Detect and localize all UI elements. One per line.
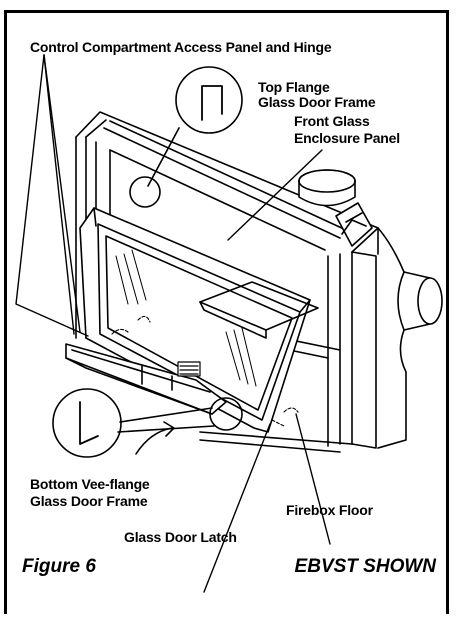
bottom-vee-flange-callout xyxy=(52,388,243,458)
control-valve xyxy=(177,361,201,377)
control-compartment-access-panel xyxy=(65,343,227,415)
label-bottom-vee-line2: Glass Door Frame xyxy=(30,493,148,509)
figure-border xyxy=(4,10,449,614)
label-top-flange-line2: Glass Door Frame xyxy=(258,94,376,110)
firebox-floor-panel xyxy=(199,281,319,339)
label-front-glass-line2: Enclosure Panel xyxy=(294,130,400,146)
flue-collar xyxy=(298,169,356,207)
label-glass-door-latch: Glass Door Latch xyxy=(124,529,237,545)
swing-arrow-icon xyxy=(135,421,175,455)
label-firebox-floor: Firebox Floor xyxy=(286,502,374,518)
model-shown-caption: EBVST SHOWN xyxy=(294,556,436,577)
glass-door-frame xyxy=(79,207,311,433)
top-flange-callout xyxy=(129,66,243,208)
figure-number: Figure 6 xyxy=(22,556,96,577)
label-top-flange-line1: Top Flange xyxy=(258,79,330,95)
side-vent xyxy=(335,202,373,247)
door-latch-marks xyxy=(111,315,299,427)
label-front-glass-line1: Front Glass xyxy=(294,113,370,129)
side-knob xyxy=(377,227,443,449)
label-control-compartment: Control Compartment Access Panel and Hin… xyxy=(30,39,332,55)
leader-lines xyxy=(15,54,331,593)
label-bottom-vee-line1: Bottom Vee-flange xyxy=(30,476,150,492)
